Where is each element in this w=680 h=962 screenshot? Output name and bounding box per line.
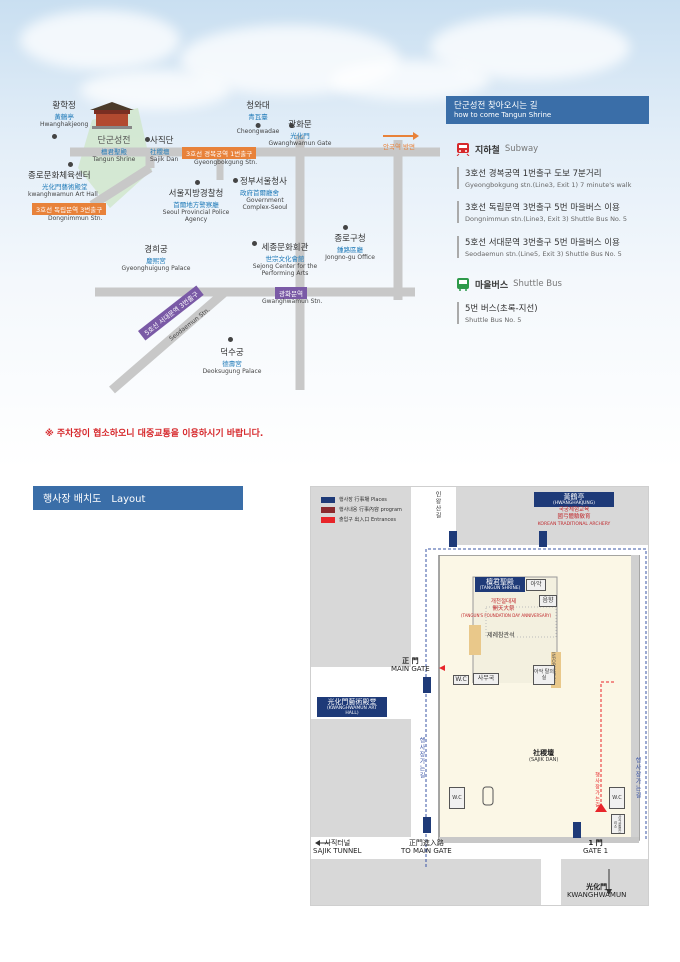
legend-swatch-maroon-icon xyxy=(321,506,335,513)
place-pin xyxy=(252,241,257,246)
place-deoksugung: 덕수궁 德壽宮 Deoksugung Palace xyxy=(202,348,262,375)
shrine-building-icon xyxy=(90,102,134,129)
to-main-gate: 正門進入路 TO MAIN GATE xyxy=(401,839,452,856)
place-pin xyxy=(228,337,233,342)
cloud xyxy=(80,70,230,110)
place-gov-complex: 정부서울청사 政府首爾廳舍 Government Complex-Seoul xyxy=(240,177,288,212)
path-label-red: 행사장가는길 xyxy=(594,772,600,808)
room-eumhyang: 음향 xyxy=(539,595,557,607)
route-gyeongbokgung: 3호선 경복궁역 1번출구 도보 7분거리 Gyeongbokgung stn.… xyxy=(457,167,631,189)
room-aak-changing: 아악 탈의실 xyxy=(533,665,555,685)
route-dongnimmun: 3호선 독립문역 3번출구 5번 마을버스 이용 Dongnimmun stn.… xyxy=(457,201,627,223)
directions-title: 단군성전 찾아오시는 길 how to come Tangun Shrine xyxy=(446,96,649,124)
room-wc-3: W.C xyxy=(609,787,625,809)
sajik-tunnel: 사직터널 SAJIK TUNNEL xyxy=(313,839,362,856)
room-wc-1: W.C xyxy=(453,675,469,685)
station-gyeongbokgung: 3호선 경복궁역 1번출구 xyxy=(182,147,257,159)
venue-tangun-shrine: 檀君聖殿 (TANGUN SHRINE) xyxy=(475,577,525,593)
venue-art-hall: 光化門藝術殿堂 (KWANGHWAMUN ART HALL) xyxy=(317,697,387,718)
place-pin xyxy=(68,162,73,167)
station-dongnimmun: 3호선 독립문역 3번출구 xyxy=(32,203,107,215)
subway-icon xyxy=(456,143,470,156)
station-gyeongbokgung-en: Gyeongbokgung Stn. xyxy=(194,159,258,166)
arrow-right-icon xyxy=(383,132,419,140)
route-seodaemun: 5호선 서대문역 3번출구 5번 마을버스 이용 Seodaemun stn.(… xyxy=(457,236,622,258)
inwang-road-label: 인왕산길 xyxy=(434,491,441,519)
legend-entrances: 출입구 出入口 Entrances xyxy=(321,516,402,523)
gate-1: 1 門 GATE 1 xyxy=(583,839,609,856)
place-sign xyxy=(573,822,581,838)
subway-heading: 지하철 Subway xyxy=(456,142,538,156)
place-pin xyxy=(195,180,200,185)
tangun-program: 개천절대제 開天大祭 (TANGUN'S FOUNDATION DAY ANNI… xyxy=(461,599,552,619)
seating-area: 제례참관석 xyxy=(487,632,515,639)
place-tangun-shrine: 단군성전 檀君聖殿 Tangun Shrine xyxy=(92,136,136,163)
cloud xyxy=(20,10,180,70)
room-wc-2: W.C xyxy=(449,787,465,809)
room-aak: 아악 xyxy=(526,579,546,591)
place-sajik-dan: 사직단 社稷壇 Sajik Dan xyxy=(150,136,179,163)
room-samuguk: 사무국 xyxy=(473,673,499,685)
hwanghakjeong-label: 黃鶴亭 (HWANGHAKJUNG) xyxy=(534,492,614,508)
place-pin xyxy=(343,225,348,230)
sign-office: 사직공원관리소 xyxy=(611,814,625,834)
place-police-agency: 서울지방경찰청 首爾地方警察廳 Seoul Provincial Police … xyxy=(162,189,230,224)
place-sign xyxy=(539,531,547,547)
legend-swatch-navy-icon xyxy=(321,496,335,503)
road-dongnimmun xyxy=(89,164,153,209)
parking-notice: ※ 주차장이 협소하오니 대중교통을 이용하시기 바랍니다. xyxy=(45,429,264,439)
legend-program: 행사내용 行事內容 program xyxy=(321,506,402,513)
shuttle-heading: 마을버스 Shuttle Bus xyxy=(456,277,562,291)
place-pin xyxy=(145,137,150,142)
bus-icon xyxy=(457,278,469,291)
arrow-left-icon xyxy=(315,840,329,846)
anguk-direction: 안국역 방면 xyxy=(383,125,419,152)
place-sign xyxy=(449,531,457,547)
legend: 행사장 行事場 Places 행사내용 行事內容 program 출입구 出入口… xyxy=(321,496,402,523)
legend-places: 행사장 行事場 Places xyxy=(321,496,402,503)
main-gate: 正 門 MAIN GATE xyxy=(391,657,430,674)
place-gyeonghuigung: 경희궁 慶熙宮 Gyeonghuigung Palace xyxy=(121,245,191,272)
legend-swatch-red-icon xyxy=(321,516,335,523)
art-hall-label: 光化門藝術殿堂 (KWANGHWAMUN ART HALL) xyxy=(317,697,387,718)
path-label-left: 행사장가는길 xyxy=(418,737,425,779)
place-sign xyxy=(423,677,431,693)
tangun-shrine-label: 檀君聖殿 (TANGUN SHRINE) xyxy=(475,577,525,593)
path-label-right: 행사장가는길 xyxy=(634,757,641,799)
place-art-hall: 종로문화체육센터 光化門藝術殿堂 kwanghwamun Art Hall xyxy=(28,171,98,198)
place-jongno-office: 종로구청 鍾路區廳 Jongno-gu Office xyxy=(325,234,375,261)
place-pin xyxy=(289,123,294,128)
venue-background xyxy=(311,487,648,905)
cloud xyxy=(330,60,490,100)
place-cheongwadae: 청와대 青瓦臺 Cheongwadae xyxy=(236,101,280,135)
place-sejong-center: 세종문화회관 世宗文化會館 Sejong Center for the Perf… xyxy=(252,243,318,278)
place-sign xyxy=(423,817,431,833)
kwanghwamun: 光化門 KWANGHWAMUN xyxy=(567,883,627,900)
place-pin xyxy=(52,134,57,139)
station-gwanghwamun-en: Gwanghwamun Stn. xyxy=(262,298,323,305)
venue-sajik-dan: 社稷壇 (SAJIK DAN) xyxy=(529,749,559,764)
station-dongnimmun-en: Dongnimmun Stn. xyxy=(48,215,103,222)
road-seodaemun xyxy=(109,288,228,394)
venue-layout-map: 행사장 行事場 Places 행사내용 行事內容 program 출입구 出入口… xyxy=(310,486,649,906)
place-gwanghwamun-gate: 광화문 光化門 Gwanghwamun Gate xyxy=(268,120,332,147)
place-pin xyxy=(233,178,238,183)
place-hwanghakjeong: 황학정 黃鶴亭 Hwanghakjeong xyxy=(40,101,89,128)
route-shuttle-5: 5번 버스(초록-지선) Shuttle Bus No. 5 xyxy=(457,302,538,324)
station-gwanghwamun: 광화문역 xyxy=(275,287,307,299)
venue-hwanghakjeong: 黃鶴亭 (HWANGHAKJUNG) 국궁체험교육 國弓體驗敎育 KOREAN … xyxy=(534,492,614,527)
